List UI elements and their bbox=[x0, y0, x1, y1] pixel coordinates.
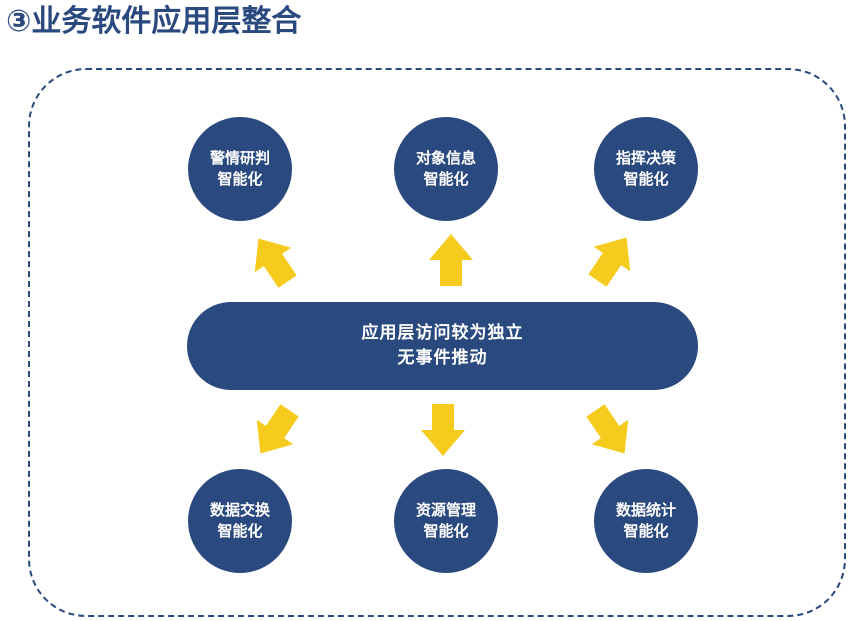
node-object-info: 对象信息 智能化 bbox=[394, 117, 498, 221]
node-label-line2: 智能化 bbox=[623, 170, 669, 188]
node-command-decision: 指挥决策 智能化 bbox=[594, 117, 698, 221]
node-label-line1: 指挥决策 bbox=[615, 149, 676, 167]
node-police-analysis: 警情研判 智能化 bbox=[188, 117, 292, 221]
node-data-statistics: 数据统计 智能化 bbox=[594, 469, 698, 573]
arrow-up-right bbox=[588, 237, 631, 287]
center-label-line2: 无事件推动 bbox=[397, 348, 488, 368]
node-label-line1: 数据交换 bbox=[209, 501, 270, 519]
center-application-layer: 应用层访问较为独立 无事件推动 bbox=[187, 302, 698, 390]
arrow-down-left bbox=[256, 404, 299, 454]
node-resource-management: 资源管理 智能化 bbox=[394, 469, 498, 573]
node-label-line2: 智能化 bbox=[217, 522, 263, 540]
arrow-up-left bbox=[254, 238, 297, 288]
node-label-line1: 对象信息 bbox=[415, 149, 476, 167]
node-label-line2: 智能化 bbox=[423, 170, 469, 188]
arrow-down-right bbox=[586, 404, 629, 454]
center-label-line1: 应用层访问较为独立 bbox=[361, 323, 524, 343]
dashed-frame bbox=[28, 68, 846, 617]
node-label-line2: 智能化 bbox=[623, 522, 669, 540]
page-title: ③业务软件应用层整合 bbox=[6, 4, 302, 39]
node-label-line1: 警情研判 bbox=[209, 149, 270, 167]
node-label-line1: 数据统计 bbox=[615, 501, 676, 519]
node-label-line2: 智能化 bbox=[217, 170, 263, 188]
arrow-up-center bbox=[429, 234, 473, 286]
arrow-down-center bbox=[421, 404, 465, 456]
node-label-line2: 智能化 bbox=[423, 522, 469, 540]
node-label-line1: 资源管理 bbox=[415, 501, 476, 519]
node-data-exchange: 数据交换 智能化 bbox=[188, 469, 292, 573]
